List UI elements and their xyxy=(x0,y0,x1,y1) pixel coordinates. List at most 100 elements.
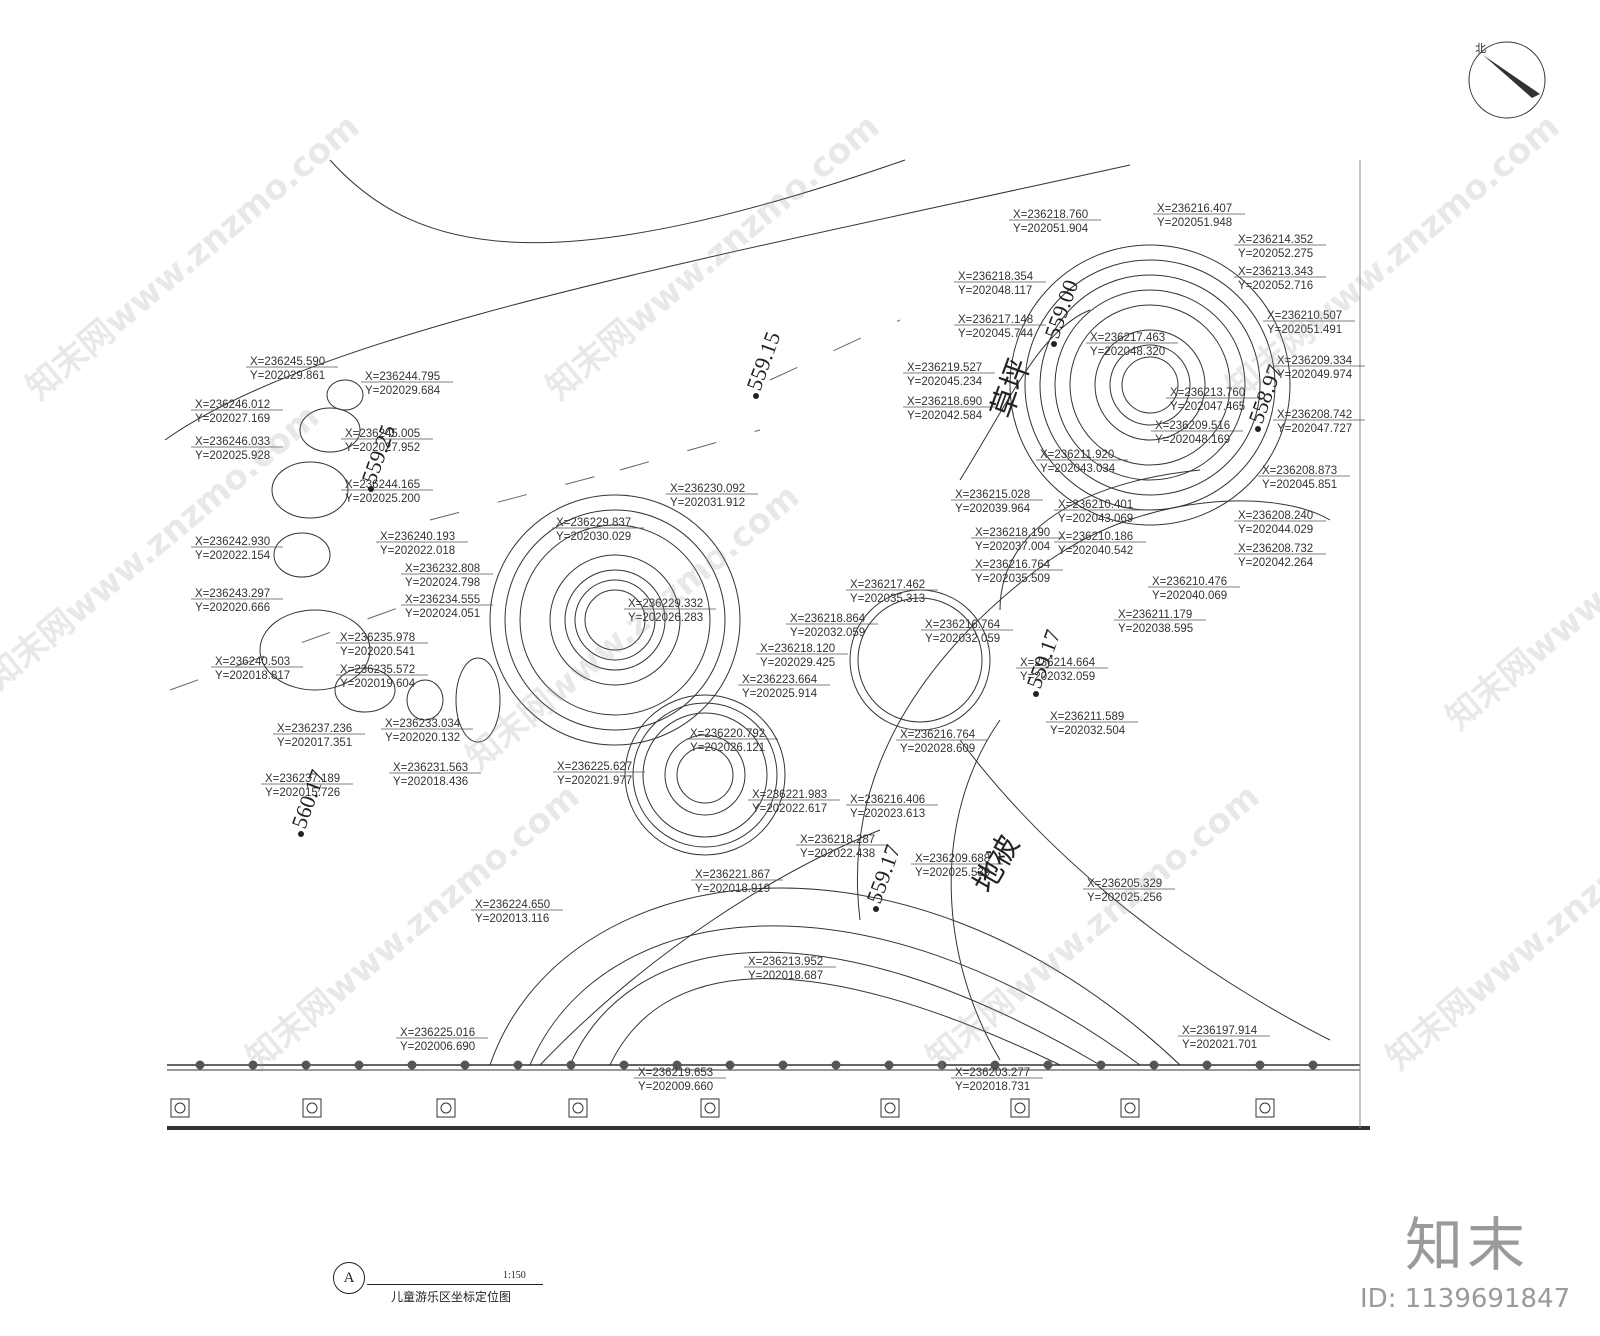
area-label: 地被 xyxy=(967,830,1027,899)
post-dot xyxy=(513,1060,523,1070)
title-underline xyxy=(367,1284,543,1285)
coordinate-x: X=236246.012 xyxy=(195,399,270,411)
light-post-core xyxy=(1259,1102,1271,1114)
path-curve xyxy=(950,719,1001,1061)
coordinate-x: X=236213.952 xyxy=(748,956,823,968)
coordinate-x: X=236210.401 xyxy=(1058,499,1133,511)
coordinate-x: X=236240.503 xyxy=(215,656,290,668)
coordinate-x: X=236216.764 xyxy=(900,729,976,741)
circle-ring xyxy=(549,554,681,686)
path-curve xyxy=(164,164,1131,441)
coordinate-x: X=236203.277 xyxy=(955,1067,1030,1079)
coordinate-x: X=236219.653 xyxy=(638,1067,713,1079)
coordinate-y: Y=202022.617 xyxy=(752,803,827,815)
elevation-label: 559.15 xyxy=(741,328,785,393)
coordinate-y: Y=202052.275 xyxy=(1238,248,1313,260)
drawing-title: 儿童游乐区坐标定位图 xyxy=(391,1290,512,1304)
coordinate-y: Y=202035.313 xyxy=(850,593,925,605)
light-post-core xyxy=(440,1102,452,1114)
light-post xyxy=(302,1098,322,1118)
stepping-stone xyxy=(406,679,444,721)
elevation-point xyxy=(298,831,304,837)
coordinate-x: X=236240.193 xyxy=(380,531,455,543)
coordinate-x: X=236244.165 xyxy=(345,479,420,491)
coordinate-x: X=236210.507 xyxy=(1267,310,1342,322)
coordinate-x: X=236209.516 xyxy=(1155,420,1230,432)
elevation-point xyxy=(368,486,374,492)
coordinate-x: X=236210.476 xyxy=(1152,576,1227,588)
circle-ring xyxy=(489,494,741,746)
coordinate-y: Y=202025.256 xyxy=(1087,892,1162,904)
brand-logo: 知末 xyxy=(1405,1211,1530,1279)
coordinate-y: Y=202048.169 xyxy=(1155,434,1230,446)
circle-ring xyxy=(1069,304,1231,466)
coordinate-x: X=236211.920 xyxy=(1040,449,1114,461)
post-dot xyxy=(619,1060,629,1070)
circle-ring xyxy=(584,589,646,651)
coordinate-x: X=236243.297 xyxy=(195,588,270,600)
path-curve xyxy=(569,951,1101,1066)
coordinate-x: X=236197.914 xyxy=(1182,1025,1258,1037)
coordinate-y: Y=202038.595 xyxy=(1118,623,1193,635)
coordinate-x: X=236218.190 xyxy=(975,527,1050,539)
stepping-stone xyxy=(326,379,364,411)
coordinate-x: X=236209.334 xyxy=(1277,355,1353,367)
path-curve xyxy=(489,887,1181,1066)
post-dot xyxy=(301,1060,311,1070)
coordinate-y: Y=202042.264 xyxy=(1238,557,1314,569)
coordinate-x: X=236209.688 xyxy=(915,853,990,865)
coordinate-x: X=236213.343 xyxy=(1238,266,1313,278)
coordinate-y: Y=202051.904 xyxy=(1013,223,1089,235)
coordinate-y: Y=202015.726 xyxy=(265,787,340,799)
coordinate-x: X=236235.572 xyxy=(340,664,415,676)
elevation-label: 559.00 xyxy=(1039,276,1083,341)
path-curve xyxy=(539,829,881,1066)
post-dot xyxy=(884,1060,894,1070)
coordinate-y: Y=202047.727 xyxy=(1277,423,1352,435)
coordinate-x: X=236210.186 xyxy=(1058,531,1133,543)
coordinate-y: Y=202020.132 xyxy=(385,732,460,744)
light-post xyxy=(170,1098,190,1118)
path-curve xyxy=(959,309,1091,481)
stepping-stone xyxy=(271,461,349,519)
post-dot xyxy=(1255,1060,1265,1070)
coordinate-x: X=236235.978 xyxy=(340,632,415,644)
circle-ring xyxy=(632,702,778,848)
post-dot xyxy=(1096,1060,1106,1070)
coordinate-y: Y=202049.974 xyxy=(1277,369,1353,381)
post-dot xyxy=(460,1060,470,1070)
coordinate-x: X=236225.016 xyxy=(400,1027,475,1039)
post-dot xyxy=(248,1060,258,1070)
post-dot xyxy=(831,1060,841,1070)
coordinate-y: Y=202018.731 xyxy=(955,1081,1030,1093)
coordinate-y: Y=202019.604 xyxy=(340,678,416,690)
circle-ring xyxy=(642,712,768,838)
coordinate-x: X=236208.742 xyxy=(1277,409,1352,421)
coordinate-y: Y=202024.051 xyxy=(405,608,480,620)
coordinate-y: Y=202025.200 xyxy=(345,493,420,505)
circle-ring xyxy=(857,597,983,723)
circle-ring xyxy=(1054,289,1246,481)
coordinate-y: Y=202018.687 xyxy=(748,970,823,982)
post-dot xyxy=(778,1060,788,1070)
coordinate-x: X=236245.005 xyxy=(345,428,420,440)
coordinate-x: X=236237.189 xyxy=(265,773,340,785)
coordinate-y: Y=202022.018 xyxy=(380,545,455,557)
light-post-core xyxy=(704,1102,716,1114)
light-post-core xyxy=(1014,1102,1026,1114)
post-dot xyxy=(407,1060,417,1070)
coordinate-x: X=236221.983 xyxy=(752,789,827,801)
coordinate-x: X=236218.354 xyxy=(958,271,1034,283)
coordinate-y: Y=202032.059 xyxy=(1020,671,1095,683)
elevation-point xyxy=(753,393,759,399)
post-dot xyxy=(1308,1060,1318,1070)
coordinate-x: X=236246.033 xyxy=(195,436,270,448)
circle-ring xyxy=(574,579,656,661)
coordinate-y: Y=202030.029 xyxy=(556,531,631,543)
coordinate-x: X=236234.555 xyxy=(405,594,480,606)
coordinate-y: Y=202032.059 xyxy=(790,627,865,639)
light-post-core xyxy=(884,1102,896,1114)
coordinate-x: X=236231.563 xyxy=(393,762,468,774)
light-post xyxy=(1120,1098,1140,1118)
